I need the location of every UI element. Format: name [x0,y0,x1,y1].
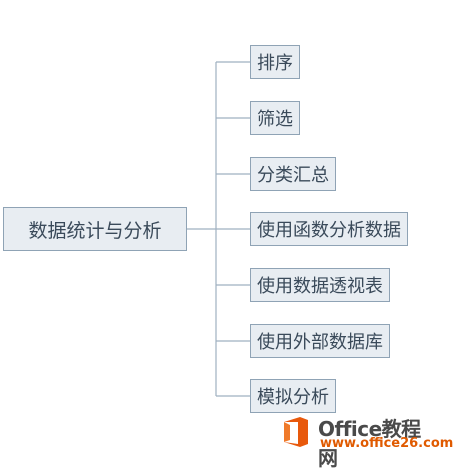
child-node-pivot-table[interactable]: 使用数据透视表 [250,268,390,302]
child-node-label: 使用数据透视表 [257,276,383,297]
child-node-what-if[interactable]: 模拟分析 [250,379,336,413]
child-node-label: 使用外部数据库 [257,332,383,353]
child-node-subtotal[interactable]: 分类汇总 [250,157,336,191]
child-node-sort[interactable]: 排序 [250,45,300,79]
connector-lines [187,61,250,397]
root-node-label: 数据统计与分析 [28,219,162,242]
root-node[interactable]: 数据统计与分析 [3,207,187,251]
child-node-filter[interactable]: 筛选 [250,101,300,135]
child-node-label: 使用函数分析数据 [257,220,401,241]
office-logo-icon [284,417,308,447]
child-node-label: 排序 [257,53,293,74]
watermark-url: www.office26.com [320,436,453,451]
child-node-label: 模拟分析 [257,387,329,408]
child-node-label: 筛选 [257,109,293,130]
child-node-functions[interactable]: 使用函数分析数据 [250,212,408,246]
watermark-title: Office教程网 [318,417,421,470]
child-node-external-db[interactable]: 使用外部数据库 [250,324,390,358]
watermark: Office教程网 www.office26.com [278,412,453,470]
child-node-label: 分类汇总 [257,165,329,186]
